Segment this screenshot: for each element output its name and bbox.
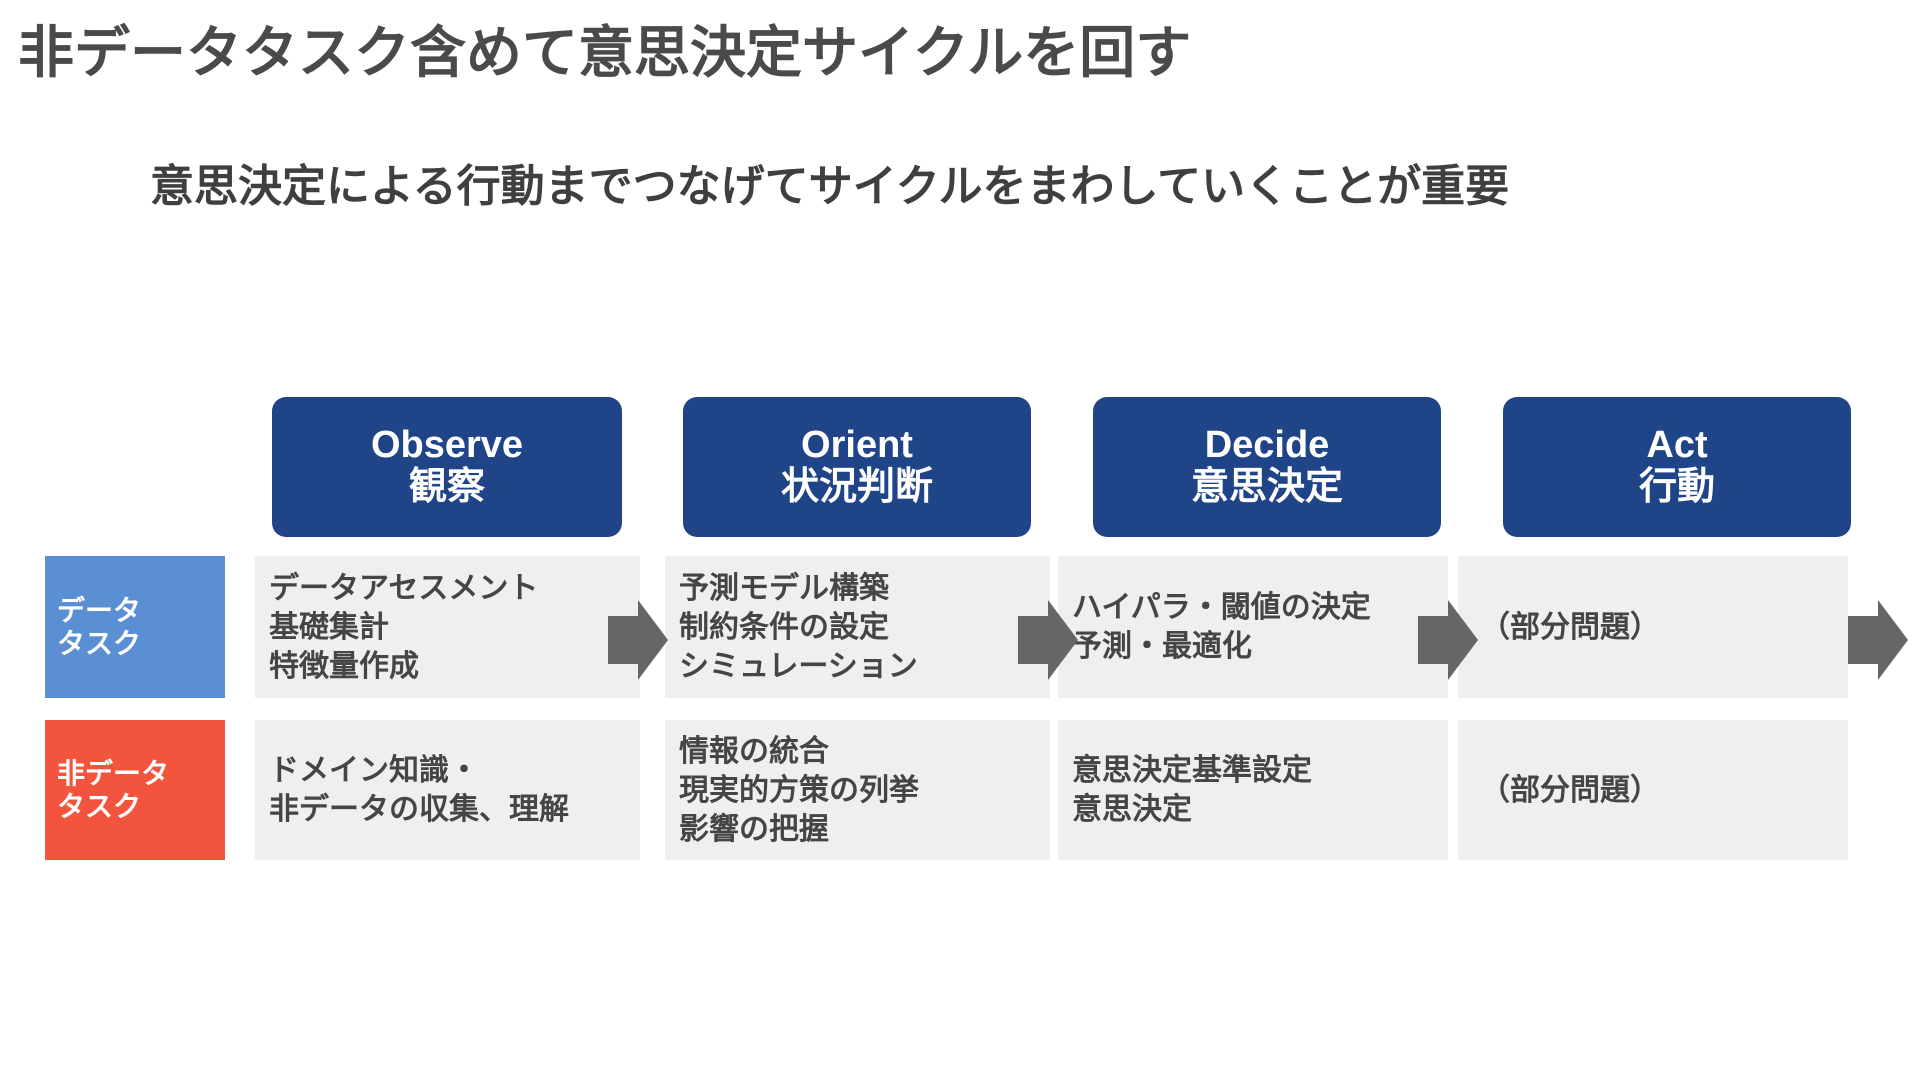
phase-label-en: Observe — [370, 424, 524, 467]
phase-label-en: Orient — [801, 424, 913, 467]
phase-label-ja: 意思決定 — [1190, 466, 1343, 509]
page-subtitle: 意思決定による行動までつなげてサイクルをまわしていくことが重要 — [150, 162, 1510, 211]
cell-act-data: （部分問題） — [1458, 556, 1848, 698]
phase-header-decide[interactable]: Decide 意思決定 — [1093, 397, 1441, 537]
row-label-data-task: データ タスク — [45, 556, 225, 698]
cell-orient-nondata: 情報の統合 現実的方策の列挙 影響の把握 — [665, 720, 1050, 860]
task-line: ドメイン知識・ — [269, 754, 479, 787]
task-line: 情報の統合 — [679, 734, 829, 768]
phase-header-act[interactable]: Act 行動 — [1503, 397, 1851, 537]
phase-label-ja: 観察 — [408, 466, 485, 509]
cell-decide-data: ハイパラ・閾値の決定 予測・最適化 — [1058, 556, 1448, 698]
task-line: （部分問題） — [1480, 610, 1660, 644]
row-label-line2: タスク — [57, 628, 142, 659]
phase-label-en: Decide — [1204, 424, 1330, 467]
phase-label-ja: 行動 — [1638, 466, 1715, 509]
task-line: 意思決定基準設定 — [1072, 754, 1312, 787]
arrow-orient-to-decide — [1018, 600, 1078, 680]
task-line: 特徴量作成 — [269, 649, 419, 683]
task-line: 予測・最適化 — [1072, 630, 1252, 663]
cell-act-nondata: （部分問題） — [1458, 720, 1848, 860]
arrow-act-to-next-cycle — [1848, 600, 1908, 680]
row-label-nondata-task: 非データ タスク — [45, 720, 225, 860]
cell-observe-data: データアセスメント 基礎集計 特徴量作成 — [255, 556, 640, 698]
task-line: 現実的方策の列挙 — [679, 773, 919, 807]
task-line: シミュレーション — [679, 649, 918, 683]
cell-decide-nondata: 意思決定基準設定 意思決定 — [1058, 720, 1448, 860]
row-label-line2: タスク — [57, 791, 142, 822]
phase-label-en: Act — [1646, 424, 1708, 467]
cell-observe-nondata: ドメイン知識・ 非データの収集、理解 — [255, 720, 640, 860]
arrow-observe-to-orient — [608, 600, 668, 680]
phase-header-orient[interactable]: Orient 状況判断 — [683, 397, 1031, 537]
task-line: 基礎集計 — [269, 610, 389, 644]
task-line: 影響の把握 — [679, 812, 829, 846]
cell-orient-data: 予測モデル構築 制約条件の設定 シミュレーション — [665, 556, 1050, 698]
task-line: 制約条件の設定 — [679, 610, 889, 644]
ooda-diagram: Observe 観察 Orient 状況判断 Decide 意思決定 Act 行… — [0, 390, 1920, 890]
phase-label-ja: 状況判断 — [780, 466, 933, 509]
phase-header-observe[interactable]: Observe 観察 — [272, 397, 622, 537]
task-line: （部分問題） — [1480, 773, 1660, 807]
row-label-line1: データ — [57, 594, 142, 626]
arrow-decide-to-act — [1418, 600, 1478, 680]
task-line: 予測モデル構築 — [679, 571, 889, 605]
task-line: 非データの収集、理解 — [269, 793, 569, 826]
task-line: データアセスメント — [269, 571, 539, 605]
row-label-line1: 非データ — [57, 757, 170, 789]
page-title: 非データタスク含めて意思決定サイクルを回す — [18, 21, 1192, 84]
task-line: ハイパラ・閾値の決定 — [1072, 591, 1371, 624]
task-line: 意思決定 — [1072, 793, 1192, 826]
